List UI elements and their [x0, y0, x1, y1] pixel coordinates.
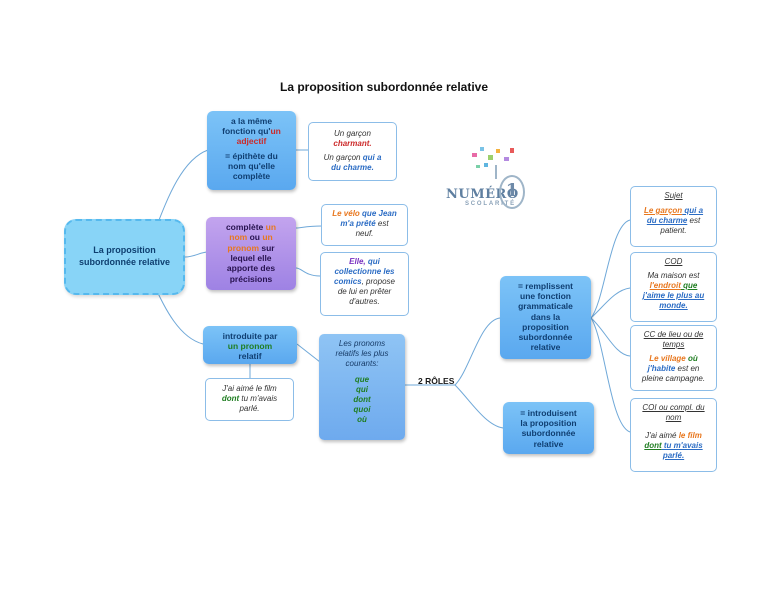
page-title: La proposition subordonnée relative: [279, 80, 489, 94]
role-introduisent: = introduisent la proposition subordonné…: [503, 402, 594, 454]
branch-nom-pronom: complète un nom ou un pronom sur lequel …: [206, 217, 296, 290]
example-elle: Elle, qui collectionne les comics, propo…: [320, 252, 409, 316]
root-line-1: La proposition: [93, 245, 156, 256]
fonction-cc-lieu-temps: CC de lieu ou de temps Le village où j'h…: [630, 325, 717, 391]
numero1-logo: NUMÉRO 1 SCOLARITÉ: [446, 145, 536, 215]
role-fonction: = remplissent une fonction grammaticale …: [500, 276, 591, 359]
branch-pronom-relatif: introduite par un pronom relatif: [203, 326, 297, 364]
fonction-sujet: Sujet Le garçon qui a du charme est pati…: [630, 186, 717, 247]
logo-subtitle: SCOLARITÉ: [465, 201, 516, 207]
roles-label: 2 RÔLES: [418, 376, 455, 386]
pronoms-relatifs: Les pronoms relatifs les plus courants: …: [319, 334, 405, 440]
root-node: La proposition subordonnée relative: [64, 219, 185, 295]
example-velo: Le vélo que Jean m'a prêté est neuf.: [321, 204, 408, 246]
fonction-cod: COD Ma maison est l'endroit que j'aime l…: [630, 252, 717, 322]
branch-adjectif: a la même fonction qu'un adjectif = épit…: [207, 111, 296, 190]
example-film-dont: J'ai aimé le film dont tu m'avais parlé.: [205, 378, 294, 421]
fonction-coi: COI ou compl. du nom J'ai aimé le film d…: [630, 398, 717, 472]
logo-confetti-icon: [472, 147, 514, 179]
root-line-2: subordonnée relative: [78, 257, 171, 267]
logo-digit: 1: [499, 175, 525, 209]
example-charmant: Un garçon charmant. Un garçon qui a du c…: [308, 122, 397, 181]
